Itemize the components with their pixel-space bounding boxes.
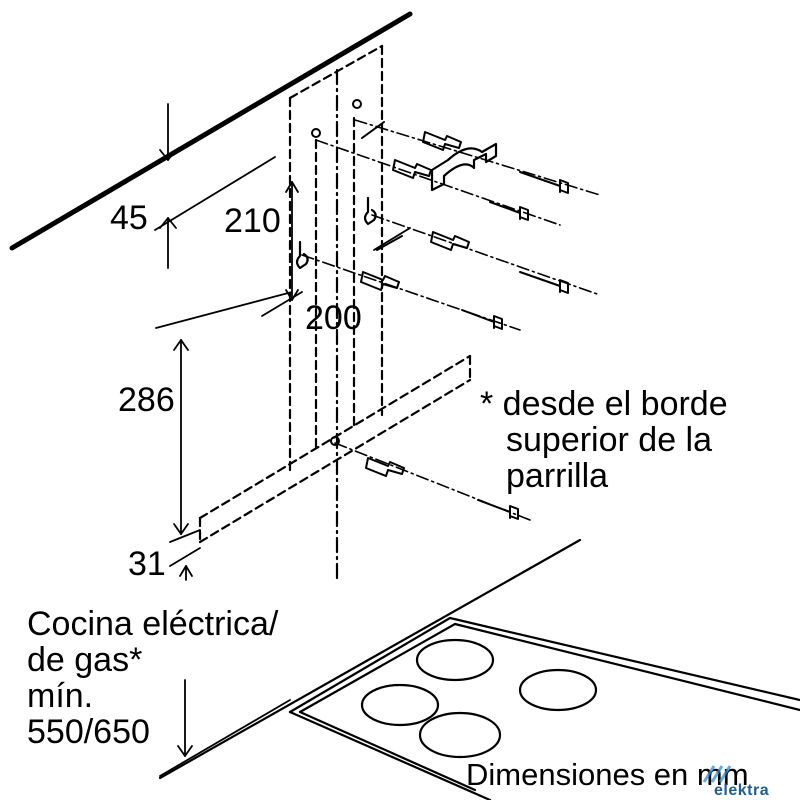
dim-286-label: 286: [118, 381, 175, 419]
dim-min-lines: [159, 679, 291, 777]
cooktop-line-2: de gas*: [27, 641, 143, 679]
note-line-1: * desde el borde: [480, 385, 728, 423]
dim-200-lines: [261, 227, 411, 317]
reference-note: * desde el borde superior de la parrilla: [480, 386, 728, 494]
screws: [461, 171, 569, 520]
chimney-outline: [288, 44, 384, 472]
cooktop-line-3: mín.: [27, 677, 94, 715]
ceiling-line: [9, 11, 413, 251]
dim-31-label: 31: [128, 545, 166, 583]
dim-45-lines: [154, 103, 276, 269]
dim-210-label: 210: [224, 202, 281, 240]
omega-bracket: [430, 142, 498, 192]
burner-3: [360, 683, 440, 727]
units-caption: Dimensiones en mm: [466, 757, 749, 792]
dim-45-label: 45: [110, 199, 148, 237]
burner-1: [415, 638, 495, 682]
hood-bar: [198, 354, 472, 544]
burner-2: [518, 668, 598, 712]
wall-plugs: [360, 131, 470, 477]
note-line-2: superior de la: [506, 421, 713, 459]
note-line-3: parrilla: [506, 457, 609, 495]
cooktop-line-4: 550/650: [27, 713, 150, 751]
dim-31-lines: [169, 529, 201, 581]
dim-286-lines: [155, 291, 293, 535]
watermark-mark-icon: [702, 765, 732, 783]
cooktop-clearance-label: Cocina eléctrica/ de gas* mín. 550/650: [27, 606, 278, 750]
cooktop-line-1: Cocina eléctrica/: [27, 605, 279, 643]
burner-4: [418, 711, 502, 759]
dim-200-label: 200: [305, 299, 362, 337]
dim-210-lines: [285, 181, 299, 301]
pointer-arrows: [361, 121, 403, 251]
cooktop: [158, 538, 800, 800]
mounting-holes: [311, 99, 362, 446]
watermark-text: elektra: [714, 782, 770, 799]
